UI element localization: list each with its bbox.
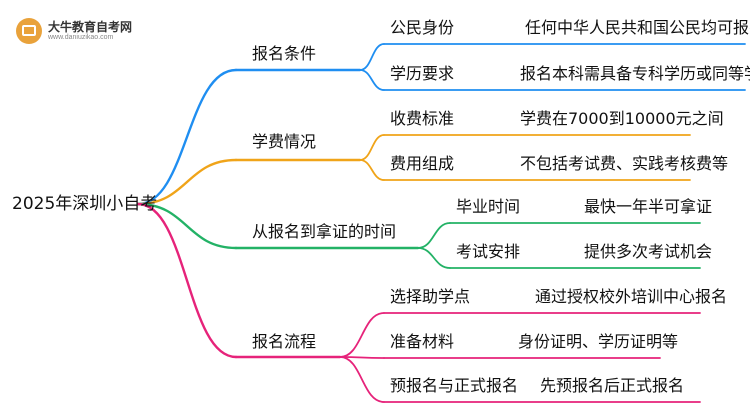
branch-label: 报名流程 [252, 332, 317, 351]
watermark-url: www.daniuzikao.com [48, 34, 114, 41]
leaf-value: 提供多次考试机会 [584, 242, 713, 261]
leaf-connector [359, 69, 385, 91]
leaf-key: 学历要求 [390, 64, 455, 83]
leaf-connector [417, 222, 451, 249]
branch-connector [136, 158, 238, 206]
leaf-value: 身份证明、学历证明等 [518, 332, 679, 351]
leaf-connector [359, 159, 385, 181]
branch-connector [136, 68, 238, 206]
leaf-value: 任何中华人民共和国公民均可报名 [525, 18, 750, 37]
leaf-value: 不包括考试费、实践考核费等 [520, 154, 729, 173]
watermark-name: 大牛教育自考网 [48, 20, 133, 34]
leaf-connector [359, 43, 385, 71]
watermark-logo: 大牛教育自考网 www.daniuzikao.com [8, 8, 158, 52]
leaf-value: 最快一年半可拿证 [584, 197, 713, 216]
leaf-value: 报名本科需具备专科学历或同等学历 [520, 64, 750, 83]
leaf-value: 先预报名后正式报名 [540, 376, 685, 395]
leaf-connector [339, 356, 385, 403]
leaf-value: 通过授权校外培训中心报名 [535, 287, 728, 306]
leaf-key: 收费标准 [390, 109, 455, 128]
book-logo-icon [16, 18, 42, 44]
branch-label: 从报名到拿证的时间 [252, 222, 397, 241]
leaf-key: 考试安排 [456, 242, 521, 261]
leaf-key: 预报名与正式报名 [390, 376, 519, 395]
leaf-value: 学费在7000到10000元之间 [520, 109, 724, 128]
branch-connector [136, 202, 238, 359]
leaf-key: 准备材料 [390, 332, 455, 351]
leaf-key: 毕业时间 [456, 197, 521, 216]
root-topic: 2025年深圳小自考 [12, 194, 158, 214]
leaf-key: 公民身份 [390, 18, 455, 37]
branch-label: 学费情况 [252, 132, 317, 151]
leaf-connector [339, 312, 385, 358]
leaf-key: 费用组成 [390, 154, 455, 173]
leaf-key: 选择助学点 [390, 287, 471, 306]
leaf-connector [359, 134, 385, 161]
branch-label: 报名条件 [252, 44, 317, 63]
branch-connector [136, 202, 238, 250]
leaf-connector [417, 247, 451, 269]
